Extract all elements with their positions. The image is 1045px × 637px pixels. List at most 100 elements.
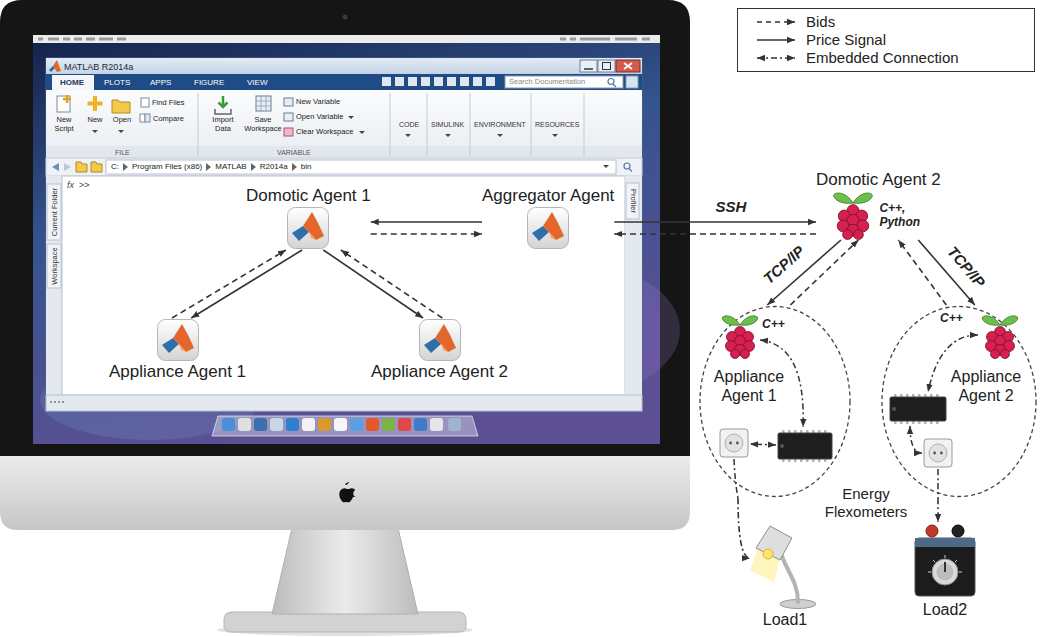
load-box <box>915 538 975 596</box>
matlab-window-part <box>62 176 625 395</box>
matlab-window-part-part <box>408 77 417 86</box>
matlab-window-part-part <box>395 77 404 86</box>
path-row: C:Program Files (x86)MATLABR2014abin <box>111 162 311 172</box>
legend-text: Bids <box>806 13 835 31</box>
matlab-window-part <box>603 63 611 70</box>
matlab-window-part-part <box>54 401 56 403</box>
path-separator <box>292 163 297 171</box>
label-anchor: Profiler <box>628 189 637 213</box>
membrane-light <box>179 344 186 352</box>
matlab-window-part <box>505 76 623 88</box>
dock-icons-part <box>350 418 363 431</box>
label-anchor: Compare <box>153 114 184 123</box>
membrane-orange <box>303 212 324 240</box>
outlet-socket <box>929 444 947 462</box>
matlab-window-part <box>50 401 64 403</box>
matlab-window-part <box>52 75 94 90</box>
matlab-window-part <box>284 113 293 121</box>
label-anchor: Workspace <box>50 247 59 284</box>
label-anchor: Open Variable <box>296 112 343 121</box>
agent-label: Domotic Agent 1 <box>246 186 371 206</box>
icon-tile <box>528 208 569 249</box>
matlab-window-part <box>140 114 145 122</box>
matlab-window-part <box>46 176 62 395</box>
legend-box: BidsPrice SignalEmbedded Connection <box>737 8 1035 72</box>
ui-label: ENVIRONMENT <box>474 120 526 129</box>
load-pointer <box>944 562 946 572</box>
agent-node: Appliance Agent 2 <box>371 318 508 382</box>
matlab-window-part-part <box>486 77 495 86</box>
pi-berry <box>843 230 853 240</box>
matlab-window-part-part <box>421 77 430 86</box>
label-anchor: FILE <box>115 148 130 157</box>
camera <box>343 15 348 20</box>
matlab-window-part-part <box>584 93 585 156</box>
dock-icons-part <box>334 418 347 431</box>
embedded-connection <box>937 469 939 498</box>
dock-icons-part <box>318 418 331 431</box>
membrane-red <box>552 212 564 236</box>
dock-icons-part <box>286 418 299 431</box>
appliance-region: C++Appliance Agent 1 <box>698 305 852 498</box>
terminal-black <box>952 525 964 537</box>
matlab-window-part <box>626 76 638 88</box>
matlab-window-part <box>624 163 630 169</box>
matlab-window-part <box>88 96 103 111</box>
label-anchor: ENVIRONMENT <box>474 120 526 129</box>
matlab-window-part <box>47 184 61 240</box>
agent-node: Appliance Agent 1 <box>109 318 246 382</box>
ui-label: MATLAB R2014a <box>64 62 133 73</box>
ui-label: PLOTS <box>104 78 130 88</box>
load-knob <box>932 559 958 585</box>
connector <box>614 233 816 235</box>
ui-label: Current Folder <box>50 188 59 236</box>
label-anchor: Current Folder <box>50 188 59 236</box>
matlab-window-part <box>198 93 584 156</box>
matlab-window-part <box>46 58 642 74</box>
ui-label: Search Documentation <box>509 77 585 86</box>
matlab-window-part-part <box>359 131 365 134</box>
matlab-window-part <box>141 98 149 107</box>
agent-node: Aggregator Agent <box>482 186 614 250</box>
ui-label: fx <box>67 180 74 191</box>
outlet-plate <box>720 429 748 457</box>
matlab-window-part <box>47 244 61 288</box>
matlab-window-part <box>46 58 642 411</box>
agent-node: Domotic Agent 1 <box>246 186 371 250</box>
matlab-window-part-part <box>118 130 124 133</box>
imac-foot <box>224 612 466 632</box>
load-label: Load1 <box>763 610 808 629</box>
matlab-icon <box>286 206 330 250</box>
pi-leaf <box>1000 316 1018 325</box>
agent-label: Appliance Agent 2 <box>371 362 508 382</box>
matlab-window-part <box>580 60 597 72</box>
connector <box>341 250 442 318</box>
separator-arrow <box>123 163 128 171</box>
outlet-hole <box>940 452 943 455</box>
menubar-items-part <box>99 38 113 41</box>
menubar-items-part <box>642 38 650 41</box>
membrane-orange <box>173 324 194 352</box>
region-outline <box>882 307 1036 497</box>
edge-label-anchor: TCP/IP <box>760 242 808 288</box>
dock-icons-part <box>382 418 395 431</box>
menubar-items-part <box>580 38 610 41</box>
matlab-icon <box>156 318 200 362</box>
connector <box>738 498 750 558</box>
membrane-red <box>312 212 324 236</box>
matlab-window-part <box>76 162 87 172</box>
membrane-light <box>441 344 448 352</box>
legend-sample <box>754 52 798 64</box>
membrane-light <box>549 232 556 240</box>
legend-row: Embedded Connection <box>754 49 1024 67</box>
ui-label: Profiler <box>628 189 637 213</box>
language-label: C++, Python <box>879 201 925 229</box>
matlab-icon <box>418 318 462 362</box>
label-anchor: SIMULINK <box>431 120 464 129</box>
separator-arrow <box>206 163 211 171</box>
imac-chin <box>0 456 690 530</box>
menubar-items <box>38 38 650 41</box>
matlab-window <box>46 58 642 411</box>
imac-bezel <box>0 0 690 456</box>
